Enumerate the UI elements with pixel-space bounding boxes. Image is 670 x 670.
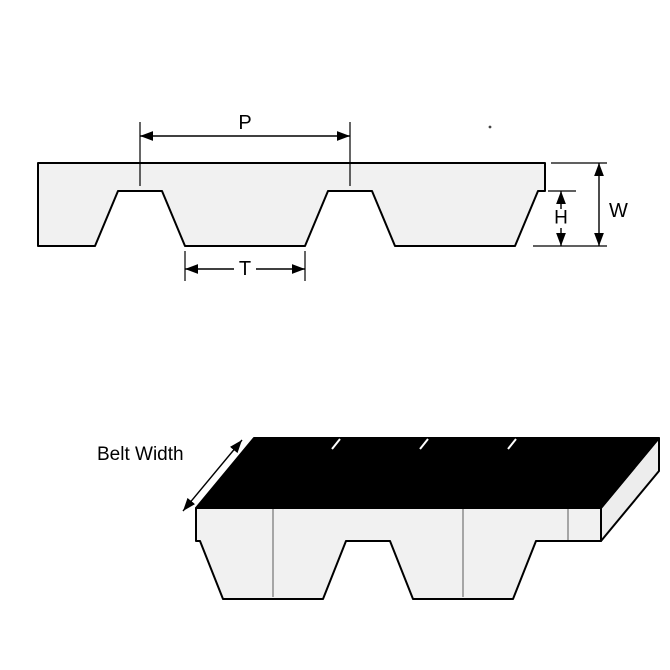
belt-width-arrow: [182, 439, 243, 512]
belt-width-label: Belt Width: [97, 444, 184, 465]
tooth-width-label: T: [239, 258, 251, 280]
belt-thickness-label: W: [609, 200, 628, 222]
belt-top-face: [195, 437, 660, 509]
belt-thickness-dimension: W: [533, 162, 628, 247]
belt-front-face: [195, 507, 602, 600]
top-face-parting-tick: [331, 438, 341, 450]
belt-cross-section-shape: [37, 162, 546, 247]
tooth-width-dimension: T: [184, 251, 306, 281]
pitch-dimension: P: [139, 112, 351, 186]
belt-width-dimension: Belt Width: [97, 439, 243, 512]
belt-profile-view: P T H W: [37, 112, 628, 281]
tooth-height-label: H: [554, 208, 568, 229]
belt-3d-view: Belt Width: [97, 437, 660, 600]
top-face-parting-tick: [419, 438, 429, 450]
tooth-height-dimension: H: [548, 190, 576, 246]
top-face-parting-tick: [507, 438, 517, 450]
stray-dot: [488, 125, 492, 129]
pitch-label: P: [238, 112, 251, 134]
